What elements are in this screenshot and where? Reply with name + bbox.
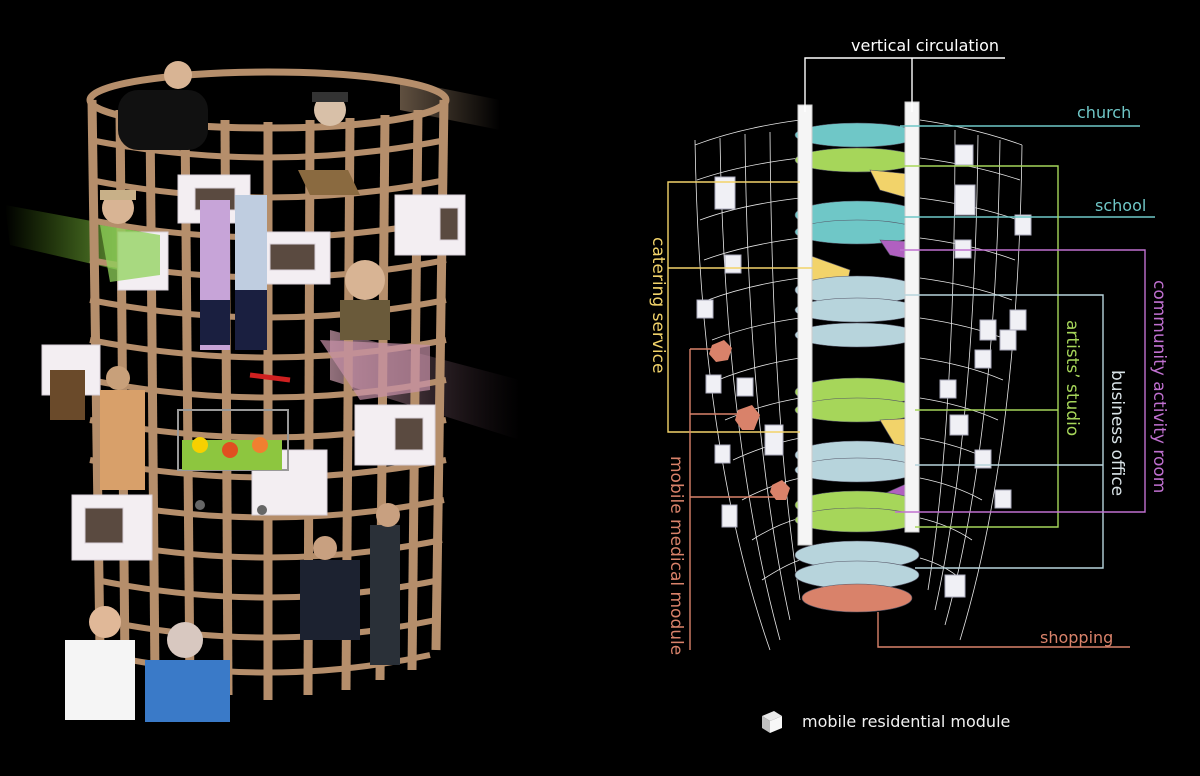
leader-vertical-circulation (804, 57, 1005, 112)
legend: mobile residential module (760, 708, 1010, 734)
residential-modules (696, 144, 1032, 598)
leader-shopping (877, 612, 1130, 648)
white-cube-icon (762, 711, 782, 733)
label-school: school (1095, 196, 1147, 215)
nurse-elderly-figure (65, 606, 230, 722)
bishop-figure (118, 61, 208, 150)
leader-catering (667, 181, 830, 433)
elderly-woman-figure (340, 260, 390, 340)
green-translucent-module (100, 225, 160, 282)
elderly-man-hat-figure (100, 190, 136, 224)
label-business-office: business office (1107, 370, 1127, 497)
core-floor-plates (794, 122, 920, 613)
leader-business (900, 294, 1104, 569)
label-artists-studio: artists’ studio (1062, 320, 1082, 437)
pink-translucent-module (320, 340, 430, 400)
label-vertical-circulation: vertical circulation (851, 36, 1000, 55)
businessmen-figure (300, 503, 400, 665)
legend-label: mobile residential module (802, 711, 1011, 731)
painter-woman-figure (50, 366, 145, 490)
label-mobile-medical-module: mobile medical module (666, 456, 686, 656)
label-church: church (1077, 103, 1132, 122)
leader-artists (880, 165, 1059, 528)
students-figure (200, 195, 267, 350)
tower-collage (5, 61, 520, 722)
label-shopping: shopping (1040, 628, 1114, 647)
leader-community (895, 249, 1146, 513)
label-community-activity-room: community activity room (1149, 280, 1169, 494)
elderly-man-cap-figure (298, 92, 360, 195)
leader-medical (689, 348, 778, 650)
medical-modules (709, 340, 790, 500)
label-catering-service: catering service (648, 237, 668, 374)
shopping-cart-figure (177, 372, 291, 515)
